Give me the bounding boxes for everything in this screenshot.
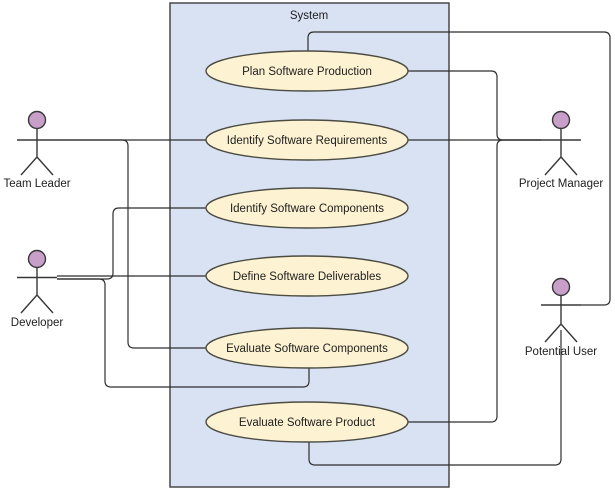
actor-developer[interactable]: Developer bbox=[11, 249, 64, 330]
association-potentialuser-plan-software-production[interactable] bbox=[307, 31, 611, 306]
usecase-ellipse[interactable] bbox=[205, 401, 409, 443]
actor-head-icon bbox=[27, 249, 47, 269]
actor-label: Team Leader bbox=[3, 178, 70, 190]
usecase-evaluate-software-components[interactable]: Evaluate Software Components bbox=[205, 327, 409, 369]
actor-body-icon bbox=[17, 267, 57, 314]
usecase-evaluate-software-product[interactable]: Evaluate Software Product bbox=[205, 401, 409, 443]
usecase-label: Evaluate Software Components bbox=[226, 343, 388, 355]
actor-label: Potential User bbox=[525, 346, 597, 358]
actor-project-manager[interactable]: Project Manager bbox=[519, 110, 604, 191]
usecase-plan-software-production[interactable]: Plan Software Production bbox=[205, 50, 409, 92]
usecase-label: Plan Software Production bbox=[242, 66, 372, 78]
usecase-label: Identify Software Requirements bbox=[227, 135, 388, 147]
usecase-identify-software-requirements[interactable]: Identify Software Requirements bbox=[205, 119, 409, 161]
usecase-label: Identify Software Components bbox=[230, 203, 384, 215]
actor-body-icon bbox=[541, 295, 581, 343]
association-developer-identify-software-components[interactable] bbox=[57, 207, 206, 280]
association-projectmanager-evaluate-software-product[interactable] bbox=[408, 139, 541, 423]
usecase-ellipse[interactable] bbox=[205, 187, 409, 229]
actor-head-icon bbox=[551, 110, 571, 130]
usecase-label: Define Software Deliverables bbox=[233, 271, 382, 283]
system-boundary-label: System bbox=[290, 10, 328, 22]
usecase-ellipse[interactable] bbox=[205, 119, 409, 161]
actor-team-leader[interactable]: Team Leader bbox=[3, 110, 71, 191]
actor-body-icon bbox=[17, 128, 57, 176]
usecase-define-software-deliverables[interactable]: Define Software Deliverables bbox=[205, 255, 409, 297]
association-projectmanager-plan-software-production[interactable] bbox=[408, 70, 541, 141]
actor-potential-user[interactable]: Potential User bbox=[525, 277, 597, 359]
association-developer-evaluate-software-components[interactable] bbox=[57, 278, 310, 388]
usecase-ellipse[interactable] bbox=[205, 50, 409, 92]
association-teamleader-evaluate-software-components[interactable] bbox=[57, 139, 206, 349]
association-potentialuser-evaluate-software-product[interactable] bbox=[308, 330, 562, 466]
usecase-ellipse[interactable] bbox=[205, 327, 409, 369]
actor-head-icon bbox=[551, 277, 571, 297]
usecase-label: Evaluate Software Product bbox=[239, 417, 376, 429]
usecase-ellipse[interactable] bbox=[205, 255, 409, 297]
actor-label: Developer bbox=[11, 317, 64, 329]
actor-head-icon bbox=[27, 110, 47, 130]
actor-body-icon bbox=[541, 128, 581, 176]
usecase-identify-software-components[interactable]: Identify Software Components bbox=[205, 187, 409, 229]
actor-label: Project Manager bbox=[519, 178, 604, 190]
